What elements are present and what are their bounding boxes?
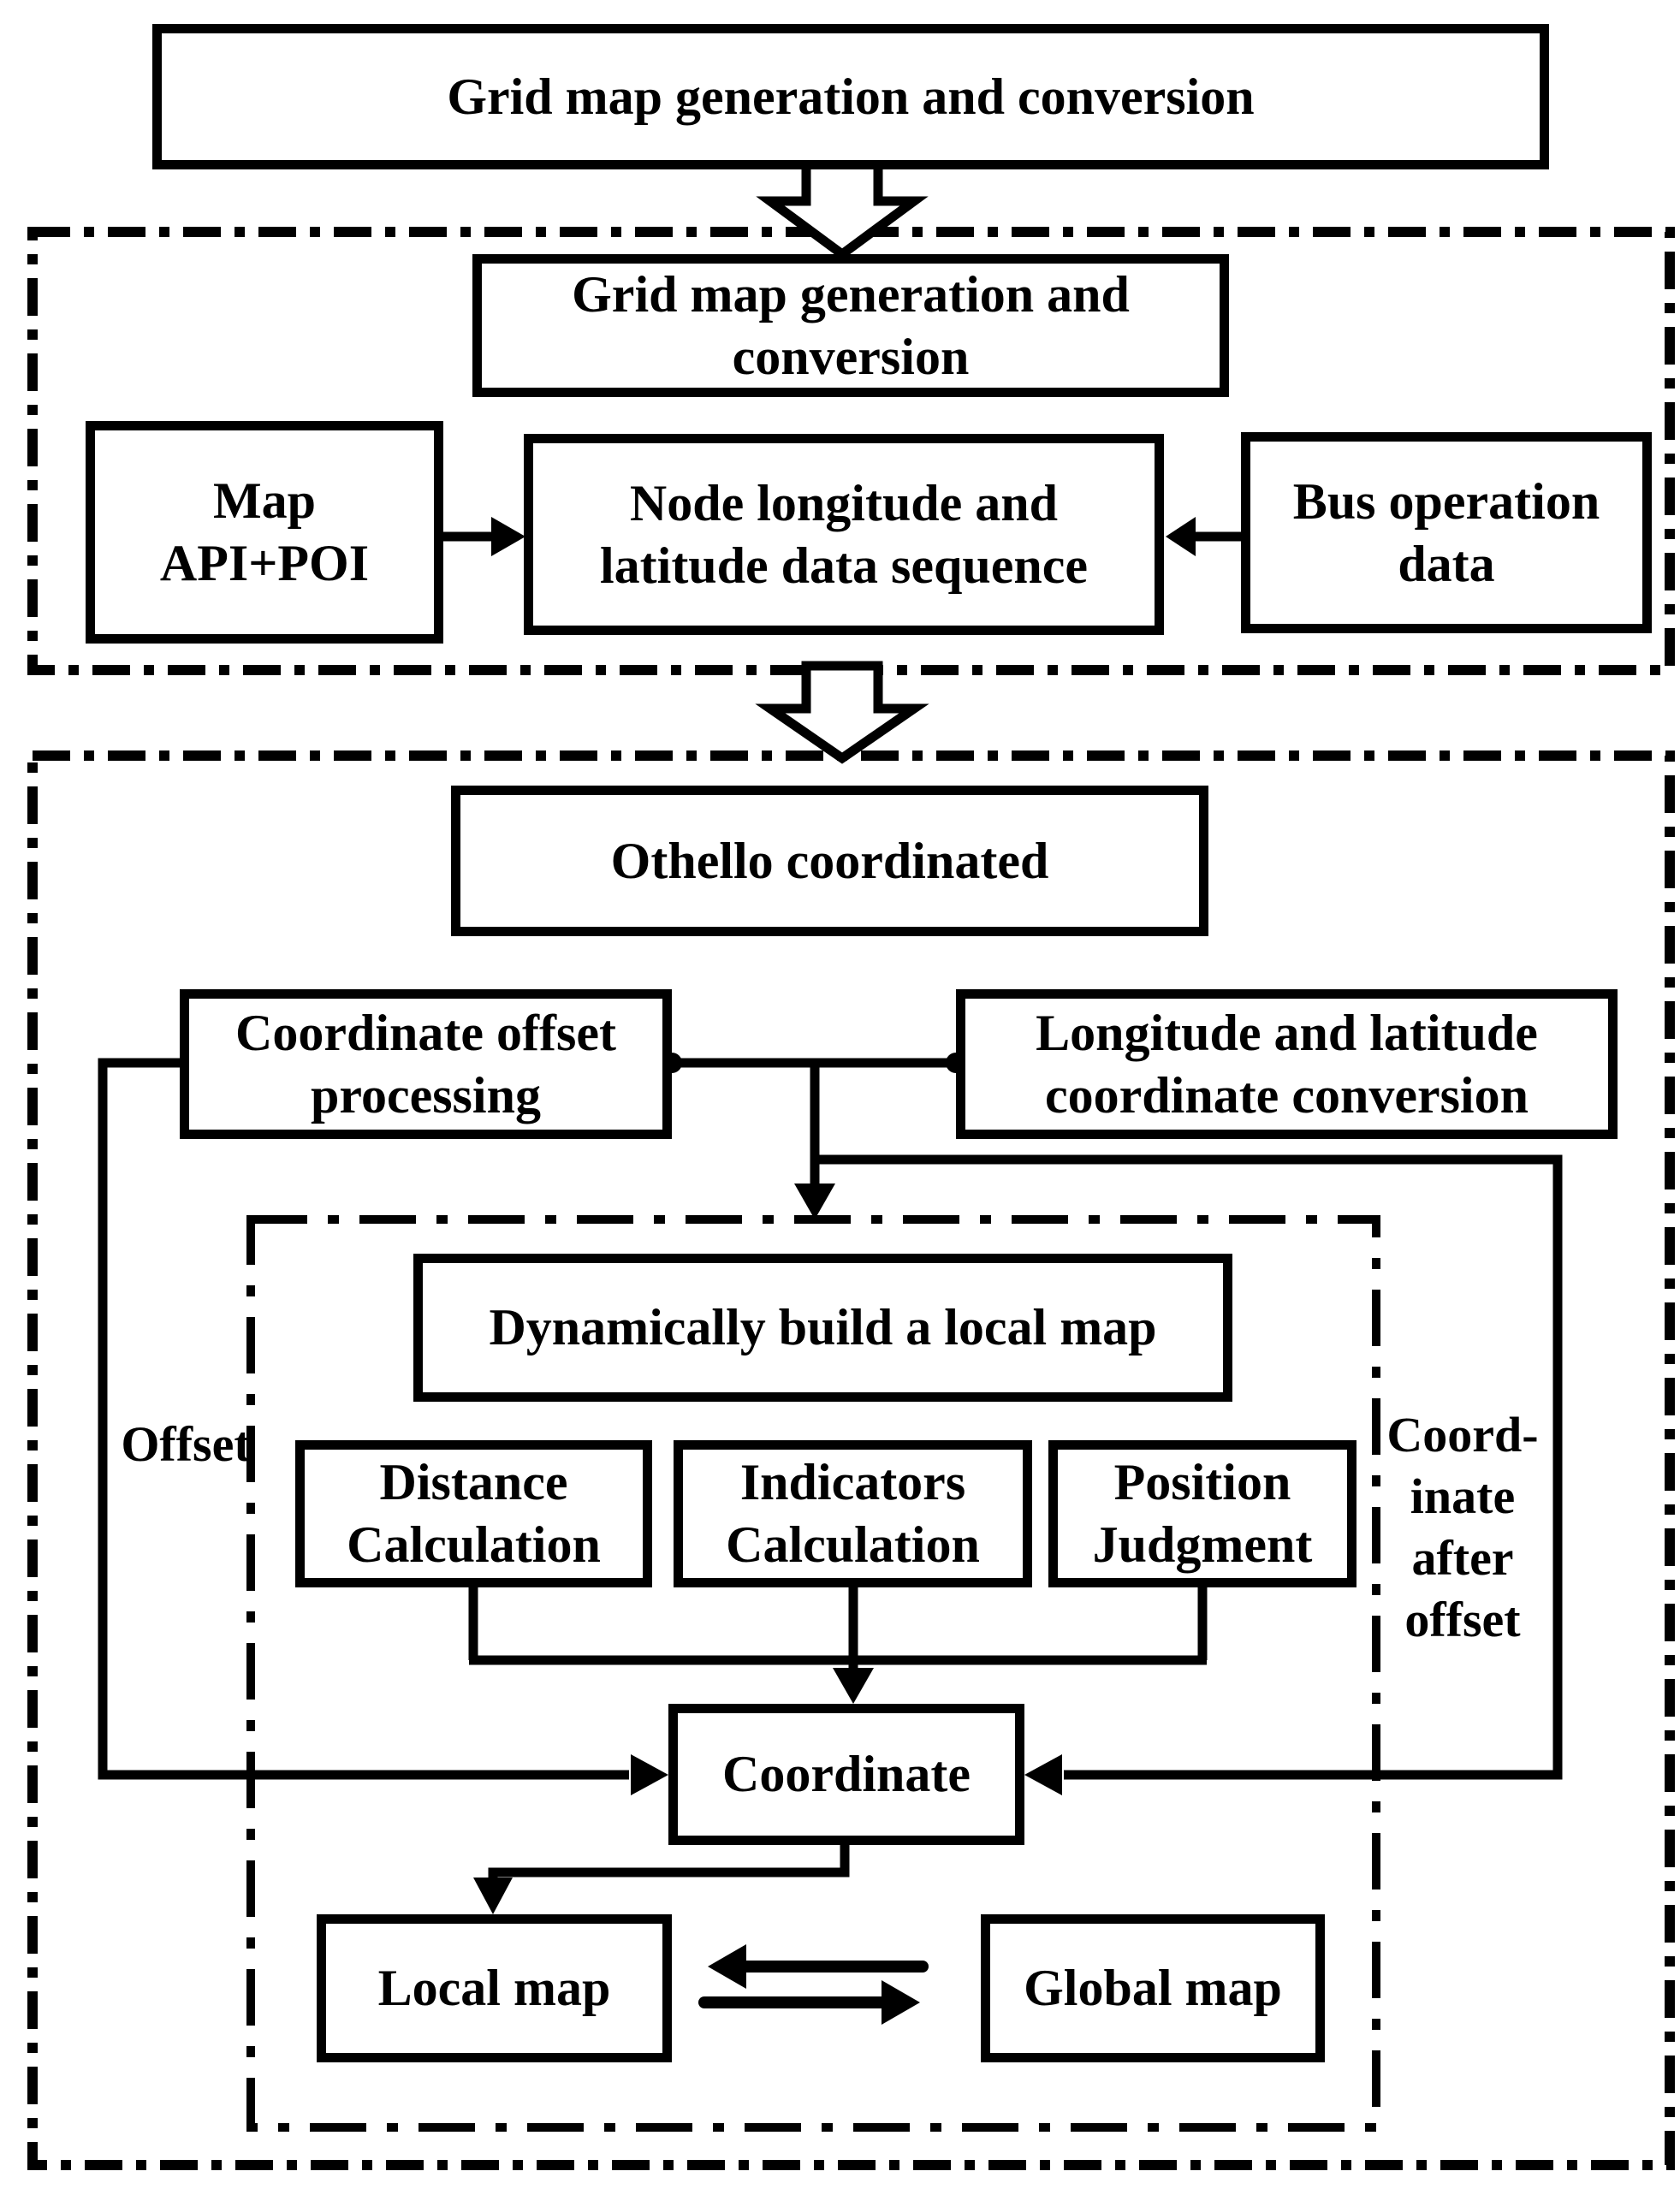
arrowhead-local-to-global (882, 1980, 920, 2025)
node-title: Grid map generation and conversion (152, 24, 1549, 169)
coordinate-after-offset-path (815, 1154, 1563, 1780)
node-longitude-sequence-line2: latitude data sequence (600, 537, 1088, 594)
node-dynamic-local-map: Dynamically build a local map (413, 1254, 1232, 1402)
arrowhead-offset-into-coordinate (631, 1754, 668, 1795)
node-othello: Othello coordinated (451, 786, 1208, 936)
node-map-api-line1: Map (213, 472, 316, 529)
node-coordinate-offset-processing: Coordinate offset processing (180, 989, 672, 1139)
node-global-map: Global map (981, 1914, 1325, 2062)
node-bus-data-line2: data (1398, 535, 1495, 592)
node-coordinate: Coordinate (668, 1704, 1024, 1845)
node-map-api-line2: API+POI (159, 535, 370, 591)
arrowhead-mapapi-to-node (491, 517, 525, 556)
node-longitude-sequence-line1: Node longitude and (629, 474, 1059, 531)
node-position-judgment: Position Judgment (1048, 1440, 1356, 1587)
edge-label-coord-line4: offset (1404, 1592, 1521, 1647)
merge-lines (468, 1582, 1208, 1670)
node-distance-line1: Distance (379, 1454, 568, 1510)
arrowhead-into-localmap (473, 1878, 513, 1914)
arrowhead-into-inner-region (794, 1184, 835, 1219)
coordinate-to-localmap-path (488, 1840, 850, 1879)
node-distance-calculation: Distance Calculation (295, 1440, 652, 1587)
node-grid-conversion-line2: conversion (732, 328, 970, 385)
node-grid-conversion-line1: Grid map generation and (572, 265, 1130, 323)
node-local-map: Local map (317, 1914, 672, 2062)
arrowhead-afteroffset-into-coordinate (1024, 1754, 1062, 1795)
node-indicators-calculation: Indicators Calculation (674, 1440, 1032, 1587)
node-bus-data-line1: Bus operation (1292, 472, 1600, 530)
node-grid-conversion: Grid map generation and conversion (472, 254, 1229, 397)
node-local-map-label: Local map (377, 1960, 611, 2016)
node-position-line2: Judgment (1092, 1516, 1313, 1573)
node-distance-line2: Calculation (347, 1516, 601, 1573)
node-lonlat-conversion-line1: Longitude and latitude (1036, 1004, 1538, 1061)
arrowhead-global-to-local (708, 1944, 746, 1989)
region-local-map-border (246, 1215, 1380, 2132)
node-map-api: Map API+POI (86, 421, 443, 644)
edge-label-offset: Offset (92, 1414, 280, 1475)
edge-label-coord-line3: after (1411, 1530, 1514, 1586)
block-arrow-title-to-region1 (756, 159, 929, 260)
edge-label-coordinate-after-offset: Coord- inate after offset (1369, 1404, 1556, 1651)
node-lonlat-conversion: Longitude and latitude coordinate conver… (956, 989, 1618, 1139)
offset-path (98, 1058, 629, 1780)
node-bus-data: Bus operation data (1241, 432, 1652, 633)
node-coordinate-offset-line1: Coordinate offset (235, 1004, 616, 1061)
node-coordinate-offset-line2: processing (311, 1066, 541, 1124)
node-title-label: Grid map generation and conversion (447, 68, 1255, 125)
node-global-map-label: Global map (1024, 1960, 1282, 2016)
arrowhead-bus-to-node (1166, 517, 1196, 556)
node-longitude-sequence: Node longitude and latitude data sequenc… (524, 434, 1164, 635)
node-indicators-line1: Indicators (739, 1454, 966, 1510)
edge-label-coord-line1: Coord- (1386, 1407, 1539, 1462)
node-lonlat-conversion-line2: coordinate conversion (1045, 1066, 1529, 1124)
edge-label-offset-text: Offset (121, 1416, 251, 1472)
region-othello-border (27, 750, 1675, 2170)
node-indicators-line2: Calculation (726, 1516, 980, 1573)
node-othello-label: Othello coordinated (610, 832, 1049, 889)
node-dynamic-local-map-label: Dynamically build a local map (489, 1299, 1157, 1356)
node-coordinate-label: Coordinate (722, 1746, 971, 1802)
edge-label-coord-line2: inate (1410, 1468, 1516, 1524)
node-position-line1: Position (1113, 1454, 1291, 1510)
arrowhead-into-coordinate-top (833, 1668, 874, 1704)
block-arrow-region1-to-region2 (755, 661, 929, 764)
